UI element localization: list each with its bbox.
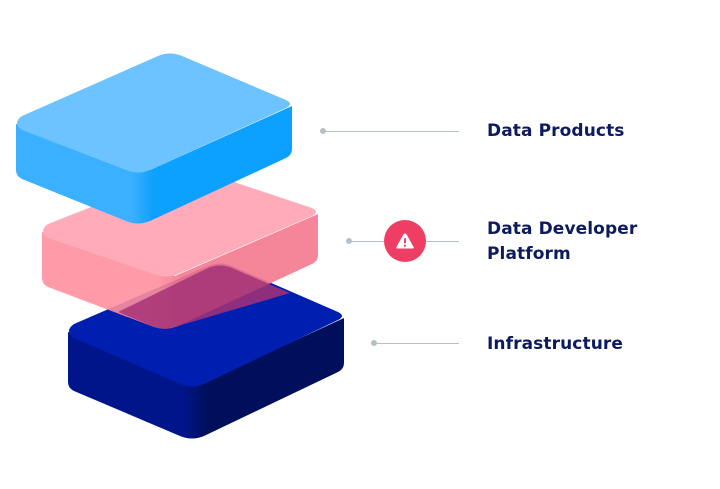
layer-data-developer-platform-slab: [42, 169, 318, 329]
infrastructure-sides: [68, 318, 344, 439]
data-products-sides: [16, 106, 292, 224]
label-data-developer-platform: Data Developer Platform: [487, 217, 637, 267]
data-products-top: [17, 53, 290, 173]
overlap-region: [118, 265, 290, 329]
label-platform-line2: Platform: [487, 244, 571, 264]
warning-triangle-icon: [396, 233, 414, 249]
label-infrastructure: Infrastructure: [487, 334, 624, 354]
connector-line-infrastructure: [374, 343, 459, 344]
label-platform-line1: Data Developer: [487, 219, 638, 239]
label-data-products: Data Products: [487, 121, 625, 141]
layer-data-products-slab: [16, 53, 292, 224]
platform-sides: [42, 214, 318, 329]
connector-line-data-products: [323, 131, 459, 132]
warning-badge[interactable]: [384, 220, 426, 262]
platform-top: [43, 169, 316, 277]
